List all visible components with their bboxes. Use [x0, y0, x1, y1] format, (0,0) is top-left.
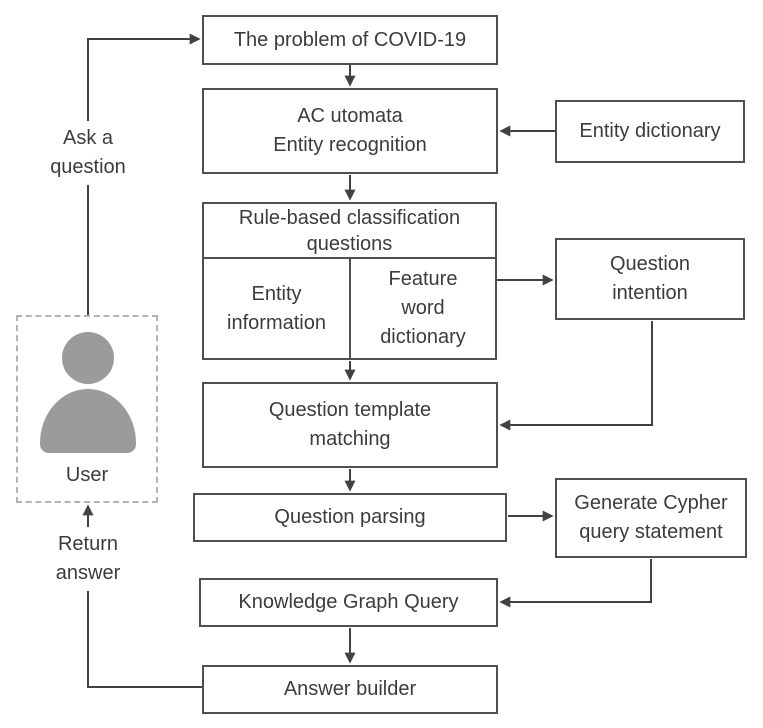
node-rule-classification-label: questions: [306, 232, 393, 255]
node-ac-automata: AC utomata Entity recognition: [202, 88, 498, 174]
node-feature-word-dictionary-label: Feature: [388, 268, 458, 290]
node-generate-cypher-label: query statement: [579, 521, 723, 543]
return-answer-label: Return answer: [28, 527, 148, 591]
ask-question-label-line: question: [50, 156, 126, 178]
node-knowledge-graph-query-label: Knowledge Graph Query: [238, 591, 459, 613]
edge-user-to-problem: [87, 33, 201, 315]
node-rule-classification-label: Rule-based classification: [238, 206, 461, 229]
return-answer-label-line: Return: [57, 533, 119, 555]
node-generate-cypher: Generate Cypher query statement: [555, 478, 747, 558]
node-question-intention-label: Question: [609, 253, 691, 275]
ask-question-label: Ask a question: [28, 121, 148, 185]
edge-cypher-to-kgq: [499, 559, 652, 608]
node-generate-cypher-label: Generate Cypher: [574, 492, 728, 514]
node-feature-word-dictionary-label: dictionary: [380, 326, 466, 348]
node-rule-classification: Rule-based classification questions: [204, 204, 495, 259]
ask-question-label-line: Ask a: [62, 127, 114, 149]
node-feature-word-dictionary-label: word: [401, 297, 445, 319]
edge-intention-to-template: [499, 321, 653, 431]
node-answer-builder: Answer builder: [202, 665, 498, 714]
node-question-parsing-label: Question parsing: [274, 506, 426, 528]
node-entity-information-label: information: [227, 311, 326, 334]
node-question-intention-label: intention: [612, 282, 688, 304]
node-entity-information-label: Entity: [251, 282, 302, 305]
node-problem: The problem of COVID-19: [202, 15, 498, 65]
node-entity-information: Entity information: [204, 259, 351, 358]
node-question-template-matching: Question template matching: [202, 382, 498, 468]
node-knowledge-graph-query: Knowledge Graph Query: [199, 578, 498, 627]
node-entity-dictionary: Entity dictionary: [555, 100, 745, 163]
node-feature-word-dictionary: Feature word dictionary: [351, 259, 495, 358]
return-answer-label-line: answer: [55, 562, 121, 584]
node-ac-automata-label: AC utomata: [297, 105, 403, 127]
node-entity-dictionary-label: Entity dictionary: [579, 120, 721, 142]
user-container: User: [16, 315, 158, 503]
rule-classification-subcells: Entity information Feature word dictiona…: [204, 259, 495, 358]
user-head-shape: [62, 332, 114, 384]
user-label: User: [65, 464, 109, 486]
node-rule-classification-group: Rule-based classification questions Enti…: [202, 202, 497, 360]
user-body-shape: [40, 389, 136, 453]
node-problem-label: The problem of COVID-19: [233, 28, 467, 51]
node-question-template-matching-label: Question template: [268, 399, 432, 421]
node-question-template-matching-label: matching: [309, 428, 391, 450]
node-ac-automata-label: Entity recognition: [273, 134, 427, 156]
node-question-intention: Question intention: [555, 238, 745, 320]
node-question-parsing: Question parsing: [193, 493, 507, 542]
node-answer-builder-label: Answer builder: [283, 678, 417, 700]
